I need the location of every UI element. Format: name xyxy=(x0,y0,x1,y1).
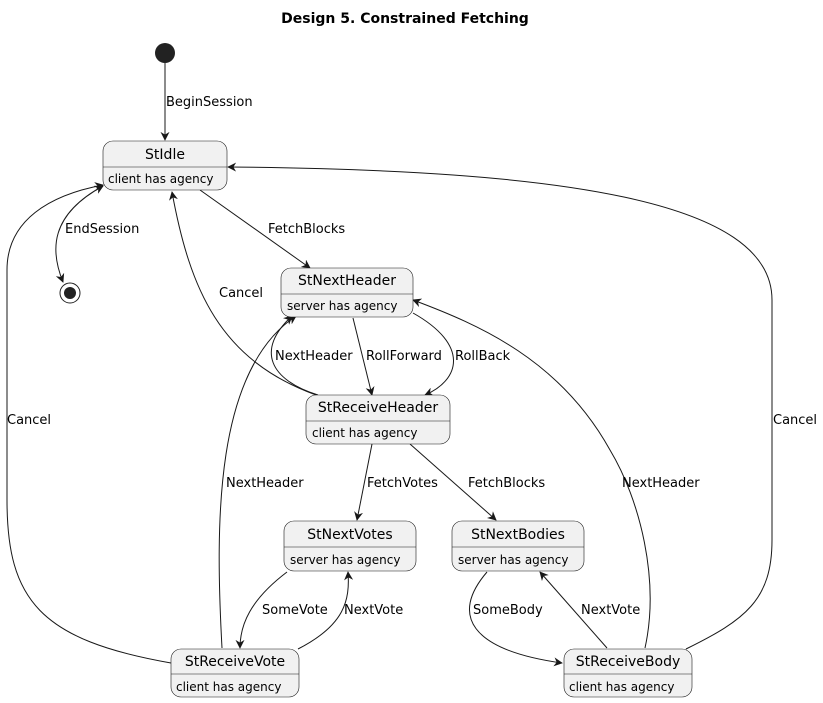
label-begin-session: BeginSession xyxy=(166,95,253,110)
state-st-idle: StIdle client has agency xyxy=(102,140,228,191)
state-agency: server has agency xyxy=(287,299,397,313)
state-agency: server has agency xyxy=(458,553,568,567)
label-next-header-body: NextHeader xyxy=(622,476,700,491)
state-st-receive-body: StReceiveBody client has agency xyxy=(563,648,693,698)
state-st-receive-header: StReceiveHeader client has agency xyxy=(305,394,451,445)
label-cancel-body: Cancel xyxy=(773,413,817,428)
state-name: StReceiveBody xyxy=(576,654,681,670)
label-next-header-loop: NextHeader xyxy=(275,349,353,364)
state-st-receive-vote: StReceiveVote client has agency xyxy=(170,648,300,698)
state-st-next-header: StNextHeader server has agency xyxy=(280,267,414,318)
state-agency: server has agency xyxy=(290,553,400,567)
edge-cancel-vote xyxy=(6,182,172,664)
state-agency: client has agency xyxy=(569,680,674,694)
edge-fetch-blocks-header xyxy=(409,443,497,521)
label-some-body: SomeBody xyxy=(473,603,543,618)
edge-next-header-body xyxy=(412,298,651,649)
transitions xyxy=(6,63,773,667)
label-fetch-votes: FetchVotes xyxy=(367,476,438,491)
label-end-session: EndSession xyxy=(65,222,139,237)
label-next-vote-bodies: NextVote xyxy=(581,603,640,618)
state-agency: client has agency xyxy=(312,426,417,440)
label-fetch-blocks-header: FetchBlocks xyxy=(468,476,545,491)
label-next-vote-votes: NextVote xyxy=(344,603,403,618)
label-next-header-vote: NextHeader xyxy=(226,476,304,491)
state-st-next-bodies: StNextBodies server has agency xyxy=(451,520,585,572)
state-name: StReceiveHeader xyxy=(318,400,438,416)
transition-labels: BeginSession EndSession FetchBlocks Canc… xyxy=(7,95,817,618)
state-name: StNextHeader xyxy=(298,273,396,289)
state-name: StNextVotes xyxy=(307,527,392,543)
label-roll-forward: RollForward xyxy=(366,349,442,364)
initial-state-dot xyxy=(155,43,175,63)
state-agency: client has agency xyxy=(108,172,213,186)
label-some-vote: SomeVote xyxy=(262,603,328,618)
edge-cancel-body xyxy=(227,162,773,650)
edge-roll-forward xyxy=(352,317,375,396)
edge-next-header-vote xyxy=(218,315,297,649)
edge-next-vote-bodies xyxy=(539,571,608,649)
state-name: StReceiveVote xyxy=(185,654,285,670)
state-agency: client has agency xyxy=(176,680,281,694)
edge-fetch-blocks-idle xyxy=(199,189,311,269)
edge-fetch-votes xyxy=(354,443,373,521)
final-state xyxy=(59,282,81,304)
state-name: StNextBodies xyxy=(471,527,565,543)
label-fetch-blocks-idle: FetchBlocks xyxy=(268,222,345,237)
edge-cancel-header xyxy=(169,191,317,396)
label-roll-back: RollBack xyxy=(455,349,511,364)
label-cancel-header: Cancel xyxy=(219,286,263,301)
label-cancel-vote: Cancel xyxy=(7,413,51,428)
edge-some-body xyxy=(469,571,563,667)
edge-next-vote-votes xyxy=(297,571,354,650)
diagram-title: Design 5. Constrained Fetching xyxy=(281,11,529,27)
state-st-next-votes: StNextVotes server has agency xyxy=(283,520,417,572)
state-name: StIdle xyxy=(145,147,185,163)
edge-roll-back xyxy=(412,312,454,396)
edge-end-session xyxy=(55,185,104,283)
edge-some-vote xyxy=(235,571,288,649)
